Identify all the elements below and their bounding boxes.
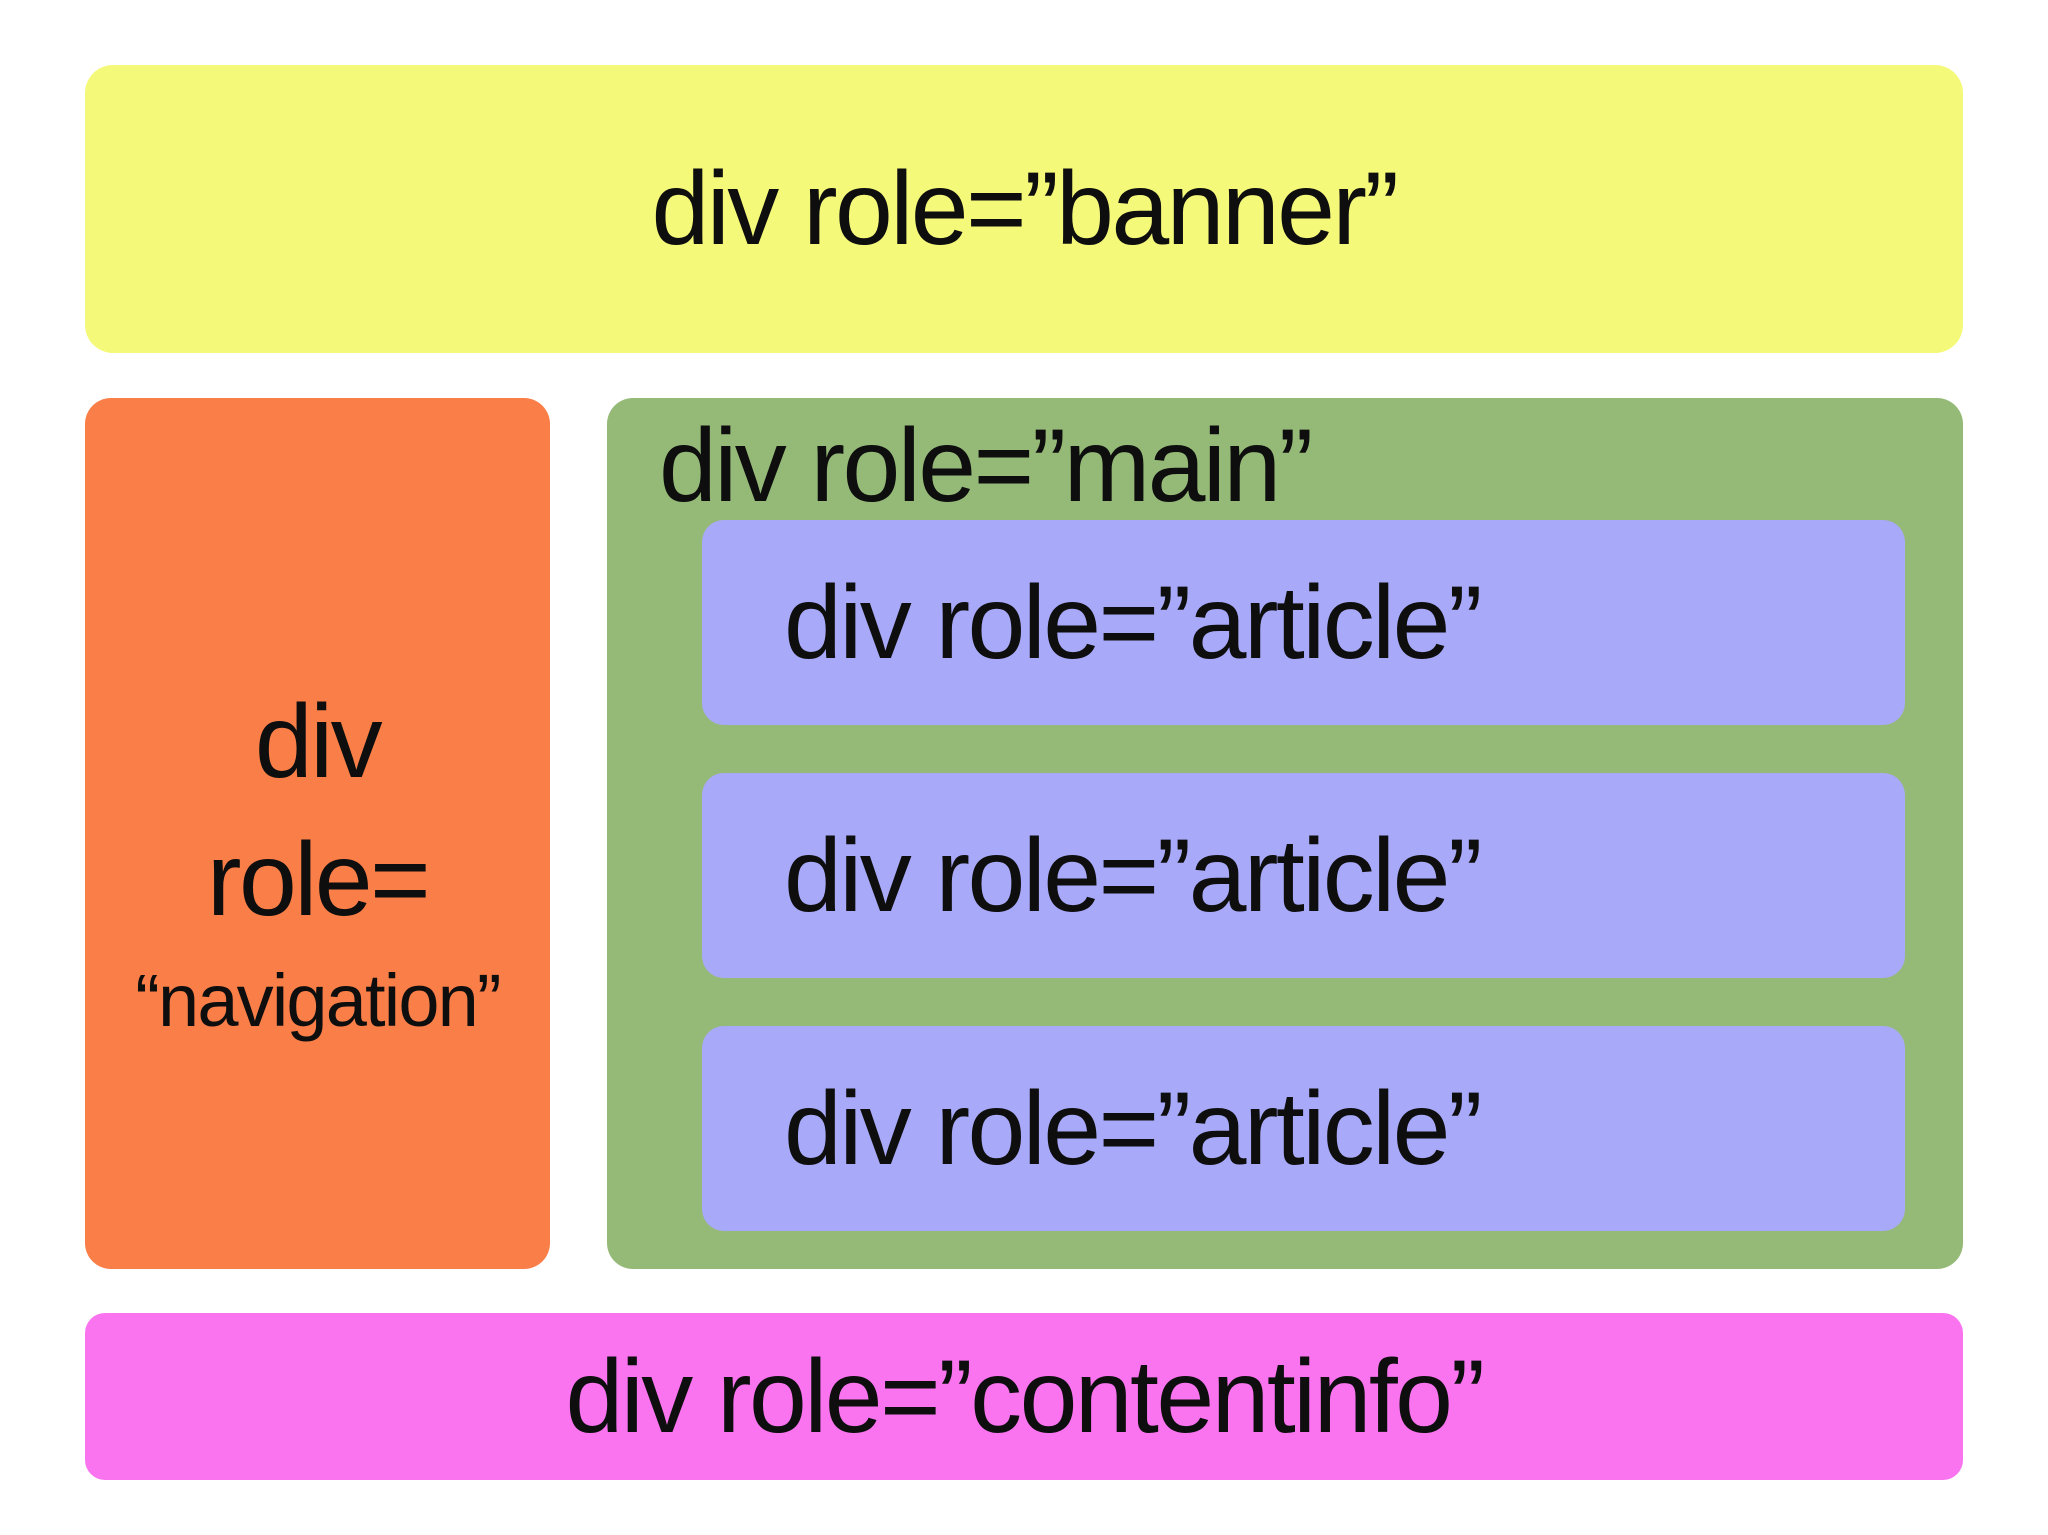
contentinfo-box: div role=”contentinfo” [85,1313,1963,1480]
navigation-label-line2: role= [206,821,431,938]
navigation-label-line3: “navigation” [135,959,501,1043]
banner-label: div role=”banner” [651,151,1399,267]
article-label-3: div role=”article” [784,1070,1482,1187]
article-label-1: div role=”article” [784,564,1482,681]
article-label-2: div role=”article” [784,817,1482,934]
navigation-label-line1: div [254,684,383,801]
navigation-box: div role= “navigation” [85,398,550,1269]
contentinfo-label: div role=”contentinfo” [565,1338,1485,1455]
article-box-3: div role=”article” [702,1026,1905,1231]
main-label: div role=”main” [659,408,1313,524]
article-box-2: div role=”article” [702,773,1905,978]
main-box: div role=”main” div role=”article” div r… [607,398,1963,1269]
banner-box: div role=”banner” [85,65,1963,353]
article-box-1: div role=”article” [702,520,1905,725]
